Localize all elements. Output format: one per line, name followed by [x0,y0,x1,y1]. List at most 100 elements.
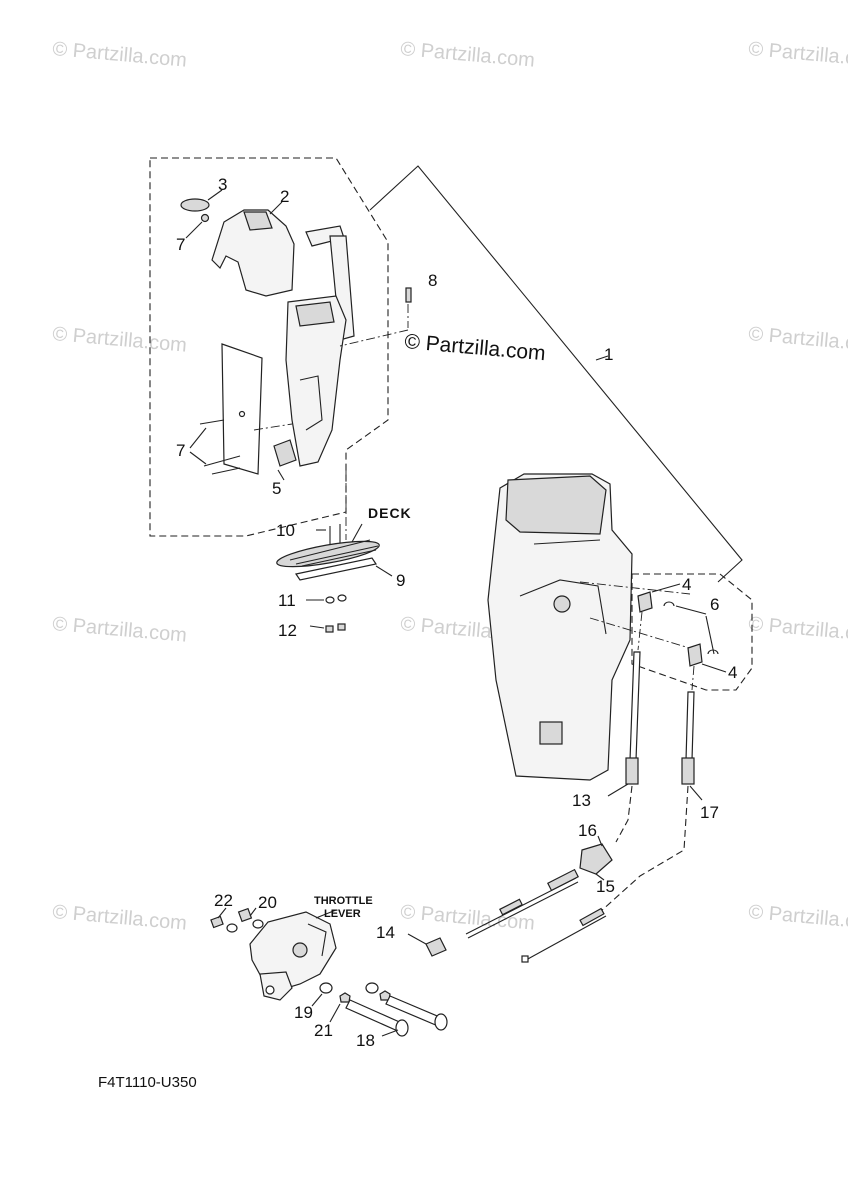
callout-7-top: 7 [176,235,185,254]
leader-22 [217,907,227,919]
watermark: © Partzilla.com [52,323,188,357]
leader-5 [277,469,285,481]
cover-window [243,211,273,231]
cover-part [211,209,295,297]
callout-3: 3 [218,175,227,194]
callout-4-bottom: 4 [728,663,737,682]
callout-13: 13 [572,791,591,810]
callout-20: 20 [258,893,277,912]
leader-4-bottom [701,663,727,673]
throttle-lever-arm [259,971,293,1001]
cable-sleeve [499,898,523,916]
connector-15 [579,843,613,875]
callout-9: 9 [396,571,405,590]
callout-1-bracket [369,165,743,583]
screw-shaft [203,455,241,467]
nut-20 [237,907,253,923]
callout-7: 7 [176,441,185,460]
leader-2 [269,201,283,215]
watermark: © Partzilla.com [748,323,848,357]
cable-path-13 [615,785,633,843]
leader-6 [675,605,707,615]
callout-17: 17 [700,803,719,822]
leader-4-top [651,583,681,593]
cable-joint-4 [687,643,703,667]
callout-12: 12 [278,621,297,640]
deck-label: DECK [368,505,412,521]
callout-10: 10 [276,521,295,540]
deck-leader [351,523,363,543]
watermark-group: © Partzilla.com © Partzilla.com © Partzi… [52,38,848,935]
callout-11: 11 [278,591,296,610]
leader-15 [595,873,605,881]
watermark: © Partzilla.com [52,613,188,647]
cap-part [180,198,210,212]
leader-6b [705,615,715,655]
leader-7 [189,427,207,449]
cable-end-13 [625,757,639,785]
leader-20 [249,907,257,917]
group-boundary-left [149,157,389,537]
leader-7-top [185,221,203,239]
callout-1-leader [595,355,609,361]
cable-end-17 [681,757,695,785]
control-box-boss [553,595,571,613]
throttle-cable [467,881,579,939]
throttle-label-line1: THROTTLE [314,895,373,907]
watermark: © Partzilla.com [748,901,848,935]
nut-12 [325,625,334,633]
cable-rod-17 [685,691,695,761]
fitting-14 [425,937,447,957]
nut-12 [337,623,346,631]
main-watermark: © Partzilla.com [404,330,547,365]
callout-19: 19 [294,1003,313,1022]
control-box-motor [539,721,563,745]
watermark: © Partzilla.com [52,901,188,935]
callout-2: 2 [280,187,289,206]
cable-sleeve [547,868,579,892]
control-body-top [295,301,335,327]
washer-22 [226,923,238,933]
control-box-large [487,473,633,781]
washer-11 [325,596,335,604]
leader-3 [207,189,223,201]
clip-6 [663,601,675,607]
leader-12 [309,625,325,629]
control-box-detail [519,539,607,635]
callout-4-top: 4 [682,575,691,594]
deck-plate [276,540,380,568]
axis-17 [691,665,695,691]
axis-plate [253,423,293,431]
watermark: © Partzilla.com [400,38,536,72]
leader-17 [689,785,703,801]
leader-13 [607,783,629,797]
cable-sleeve-2 [579,907,605,927]
callout-1: 1 [604,345,613,364]
throttle-lever-detail [307,923,327,957]
nut-22 [210,915,224,929]
pin-part [405,287,412,303]
side-plate-hole [238,410,246,418]
callout-8: 8 [428,271,437,290]
bolt-head-18 [395,1019,409,1037]
throttle-lever-boss [292,942,308,958]
cable-end-2 [521,955,529,963]
callout-18: 18 [356,1031,375,1050]
throttle-cable-2 [525,915,607,961]
leader-19 [311,993,323,1007]
cable-rod-13 [629,651,641,761]
callout-22: 22 [214,891,233,910]
group-boundary-right [631,573,753,691]
throttle-label-line2: LEVER [324,908,361,920]
deck-hatch [289,539,379,567]
screw-shaft [211,467,241,475]
control-body-detail [299,375,323,431]
lockwasher-21 [339,992,351,1003]
figure-code: F4T1110-U350 [98,1074,197,1091]
watermark: © Partzilla.com [52,38,188,72]
axis-line [339,329,409,347]
callout-16: 16 [578,821,597,840]
leader-7 [189,451,207,465]
switch-part [273,439,297,467]
